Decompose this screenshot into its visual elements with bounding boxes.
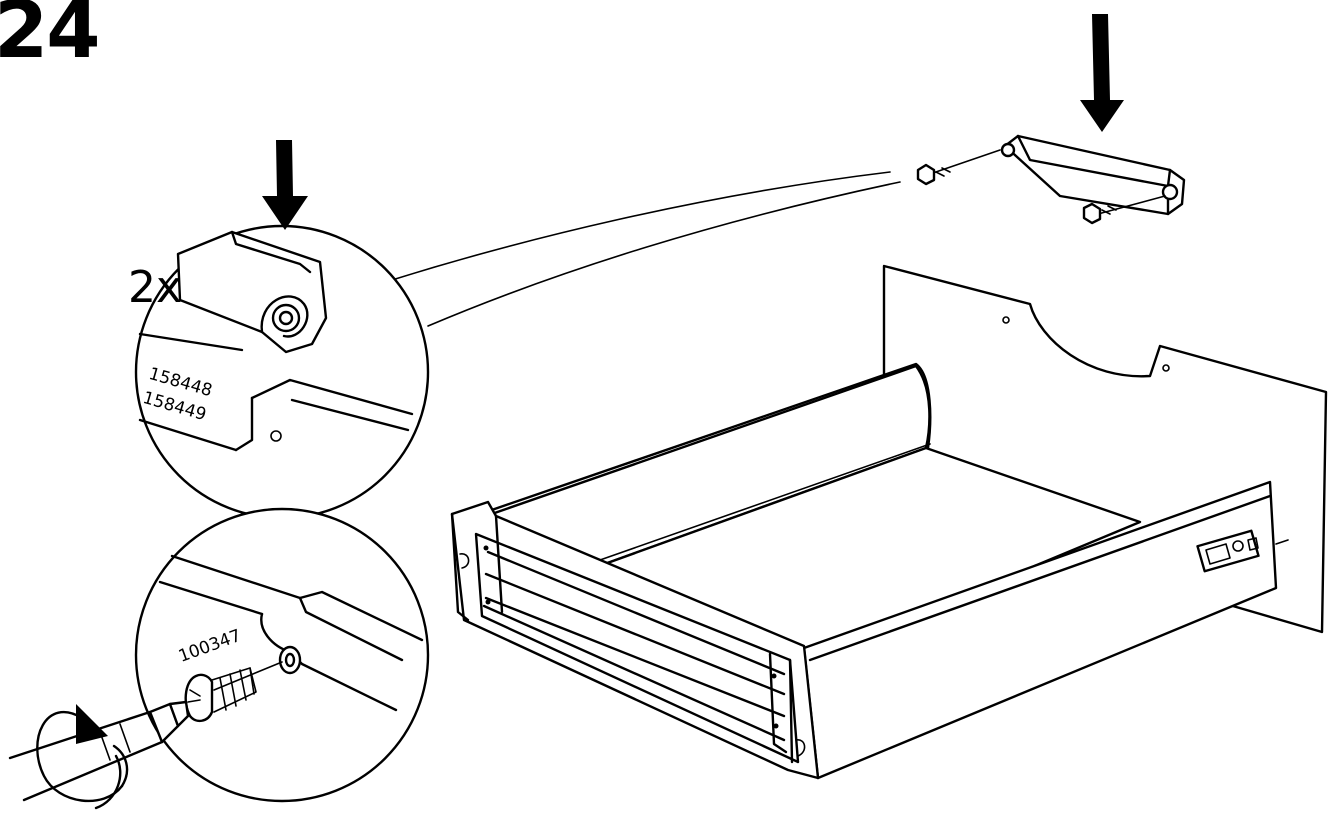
callout-lines <box>391 171 901 327</box>
screwdriver-icon <box>8 700 190 802</box>
detail-circle-bottom <box>134 507 430 803</box>
step-number: 24 <box>0 0 101 76</box>
drawer-front-clip <box>1000 134 1186 216</box>
rotation-arrow-icon <box>36 704 129 810</box>
screw-icon <box>916 149 1001 186</box>
push-down-arrow-icon <box>1080 14 1124 132</box>
height-adjuster <box>1196 529 1260 573</box>
screw-icon <box>1082 195 1166 225</box>
push-down-arrow-icon <box>262 140 308 230</box>
drawer-assembly <box>450 264 1328 780</box>
quantity-label: 2x <box>128 262 183 313</box>
screw-icon <box>184 667 257 723</box>
